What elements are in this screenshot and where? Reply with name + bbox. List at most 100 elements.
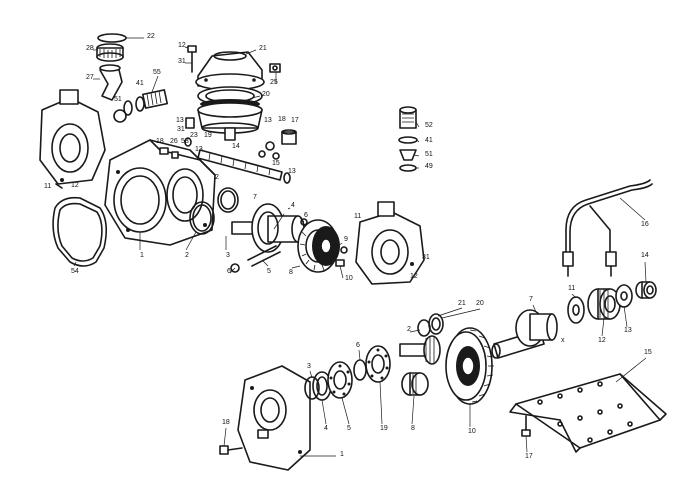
- side-cover-left: [39, 89, 106, 189]
- callout-c12c: 12: [410, 273, 418, 280]
- callout-c20a: 20: [262, 91, 270, 98]
- mounting-bracket-15: [509, 373, 667, 453]
- callout-c23: 23: [190, 132, 198, 139]
- pinion-shaft: [399, 335, 441, 365]
- callout-c19b: 19: [380, 425, 388, 432]
- callout-c31a: 31: [178, 58, 186, 65]
- callout-c9a: 9: [344, 236, 348, 243]
- end-housing: [237, 365, 311, 471]
- washer-11: [567, 296, 585, 324]
- side-cover-right: [355, 201, 425, 285]
- leader-lines: [73, 37, 647, 457]
- callout-c5b: 5: [347, 425, 351, 432]
- callout-c14a: 14: [232, 143, 240, 150]
- callout-c18c: 18: [222, 419, 230, 426]
- callout-c25: 25: [270, 79, 278, 86]
- drive-shaft: [231, 203, 305, 267]
- callout-c2b: 2: [185, 252, 189, 259]
- callout-c4a: 4: [291, 202, 295, 209]
- small-fittings: [159, 117, 280, 160]
- governor-housing: [195, 51, 265, 91]
- callout-c18a: 18: [278, 116, 286, 123]
- bolt-18: [219, 445, 243, 455]
- callout-c41b: 41: [425, 137, 433, 144]
- washer-13: [615, 284, 633, 308]
- callout-c10b: 10: [468, 428, 476, 435]
- callout-c31b: 31: [177, 126, 185, 133]
- callout-c20b: 20: [476, 300, 484, 307]
- callout-c52: 52: [425, 122, 433, 129]
- spacer-ring-6: [353, 359, 367, 381]
- callout-c11b: 11: [354, 213, 361, 220]
- bolt-top: [187, 45, 197, 73]
- callout-cx: x: [561, 337, 565, 344]
- elbow-fitting: [99, 64, 123, 101]
- ball-bearing-5: [327, 361, 353, 399]
- callout-c31c: 31: [422, 254, 430, 261]
- washers-21-20: [417, 313, 444, 337]
- callout-c13d: 13: [288, 168, 296, 175]
- callout-c10a: 10: [345, 275, 353, 282]
- callout-c15b: 15: [644, 349, 652, 356]
- callout-c17: 17: [291, 117, 299, 124]
- callout-c1b: 1: [340, 451, 344, 458]
- filler-cap: [96, 33, 127, 62]
- o-rings: [189, 187, 239, 235]
- callout-c13a: 13: [176, 117, 184, 124]
- callout-c8a: 8: [289, 269, 293, 276]
- callout-c2c: 2: [407, 326, 411, 333]
- callout-c13c: 13: [195, 146, 203, 153]
- callout-c27: 27: [86, 74, 94, 81]
- callout-c13e: 13: [624, 327, 632, 334]
- fitting-25: [269, 63, 281, 73]
- callout-c11a: 11: [44, 183, 51, 190]
- callout-c18b: 18: [156, 138, 164, 145]
- callout-c51b: 51: [425, 151, 433, 158]
- callout-c19a: 19: [204, 132, 212, 139]
- callout-c6c: 6: [356, 342, 360, 349]
- callout-c4b: 4: [324, 425, 328, 432]
- callout-c12a: 12: [178, 42, 186, 49]
- governor-base: [197, 102, 263, 141]
- callout-c22a: 22: [147, 33, 155, 40]
- callout-c7b: 7: [529, 296, 533, 303]
- spur-gear-10: [445, 327, 494, 405]
- small-washers: [230, 218, 348, 273]
- callout-c53a: 53: [181, 138, 189, 145]
- callout-c41a: 41: [136, 80, 144, 87]
- callout-c54: 54: [71, 268, 79, 275]
- callout-c17b: 17: [525, 453, 533, 460]
- main-gear-housing: [104, 139, 216, 246]
- oil-pipe: [562, 179, 653, 277]
- callout-c1a: 1: [140, 252, 144, 259]
- plug-17: [281, 129, 297, 145]
- callout-c12b: 12: [71, 182, 79, 189]
- callout-c3a: 3: [226, 252, 230, 259]
- callout-c13b: 13: [264, 117, 272, 124]
- callout-c26: 26: [170, 138, 178, 145]
- callout-c6b: 6: [227, 268, 231, 275]
- ball-bearing-19: [365, 345, 391, 383]
- gasket: [52, 196, 108, 267]
- valve-stack: [398, 106, 418, 172]
- callout-c28: 28: [86, 45, 94, 52]
- callout-c3b: 3: [307, 363, 311, 370]
- valve-group: [113, 89, 169, 123]
- callout-c12d: 12: [598, 337, 606, 344]
- callout-c14b: 14: [641, 252, 649, 259]
- bevel-gear: [297, 219, 345, 273]
- callout-c7a: 7: [253, 194, 257, 201]
- callout-c15a: 15: [272, 160, 280, 167]
- callout-c11c: 11: [568, 285, 575, 292]
- callout-c6a: 6: [304, 212, 308, 219]
- bolt-17: [521, 415, 531, 437]
- callout-c5a: 5: [267, 268, 271, 275]
- callout-c51a: 51: [114, 96, 122, 103]
- callout-c8b: 8: [411, 425, 415, 432]
- callout-c21b: 21: [458, 300, 466, 307]
- callout-c49: 49: [425, 163, 433, 170]
- bushing-14: [635, 281, 657, 299]
- long-shaft-7: [491, 309, 558, 359]
